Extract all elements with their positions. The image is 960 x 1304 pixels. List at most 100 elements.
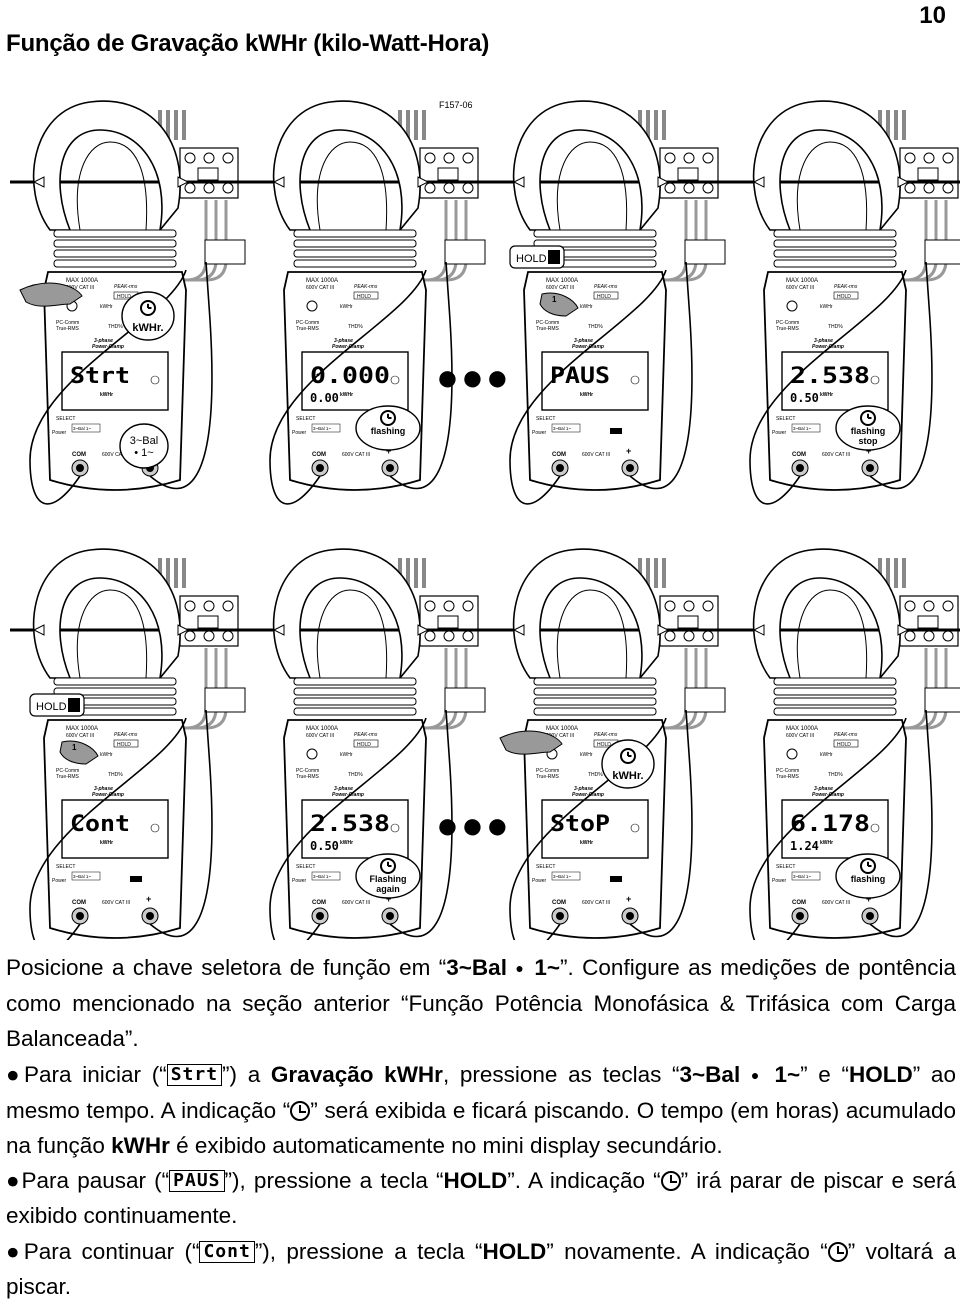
plus-label: + — [626, 894, 631, 904]
cat-label: 600V CAT III — [306, 733, 334, 739]
hold-key-label: HOLD — [597, 742, 611, 748]
pc-comm-label: PC-Comm — [296, 768, 319, 774]
paragraph-intro: Posicione a chave seletora de função em … — [6, 950, 956, 1057]
select-label: SELECT — [536, 416, 555, 422]
power-label: Power — [292, 430, 307, 436]
outlet-box — [444, 687, 486, 713]
three-phase-label: 3-phase — [334, 338, 353, 344]
thd-label: THD% — [348, 772, 363, 778]
grip-rib — [773, 677, 897, 686]
terminal-screw — [462, 182, 474, 194]
max-label: MAX 1000A — [546, 278, 578, 284]
pc-comm-label: PC-Comm — [536, 768, 559, 774]
hold-key-label: HOLD — [357, 742, 371, 748]
key-1phase: 1~ — [774, 1061, 801, 1087]
select-label: SELECT — [536, 864, 555, 870]
outlet-box — [684, 687, 726, 713]
annotation-callout — [355, 405, 421, 451]
bullet-icon: ● — [6, 1168, 22, 1194]
terminal-screw — [462, 600, 474, 612]
jaw-arrow-icon — [752, 624, 765, 636]
annotation-label: again — [376, 884, 400, 894]
kwhr-key — [306, 748, 318, 760]
terminal-screw — [424, 152, 436, 164]
outlet-box — [924, 687, 960, 713]
bullet-dot-icon: ● — [750, 1066, 764, 1083]
plus-label: + — [626, 446, 631, 456]
com-jack-hole — [556, 912, 564, 920]
max-label: MAX 1000A — [306, 278, 338, 284]
max-label: MAX 1000A — [66, 726, 98, 732]
terminal-switch — [197, 615, 219, 629]
lcd-main-reading: 2.538 — [790, 364, 870, 389]
power-clamp-label: Power-Clamp — [92, 344, 124, 350]
max-label: MAX 1000A — [786, 726, 818, 732]
test-lead — [269, 269, 427, 505]
peak-label: PEAK-rms — [354, 284, 378, 290]
bal-label: 3~Bal 1~ — [73, 426, 91, 431]
terminal-screw — [424, 630, 436, 642]
lcd-kwhr-label: kWHr — [100, 840, 113, 846]
kwhr-key-label: kWHr — [100, 752, 113, 758]
grip-rib — [773, 249, 897, 258]
lcd-clock-icon — [630, 375, 640, 385]
lcd-clock-icon — [150, 375, 160, 385]
kwhr-key-label: kWHr — [340, 304, 353, 310]
lcd-screen — [781, 351, 889, 411]
bullet-icon: ● — [6, 1061, 25, 1087]
terminal-screw — [222, 600, 234, 612]
lcd-kwhr-label: kWHr — [340, 392, 353, 398]
terminal-screw — [443, 600, 455, 612]
v-jack-hole — [626, 912, 634, 920]
peak-label: PEAK-rms — [834, 284, 858, 290]
terminal-screw — [683, 152, 695, 164]
v-jack-hole — [146, 912, 154, 920]
power-clamp-label: Power-Clamp — [92, 792, 124, 798]
key-3bal: 3~Bal — [679, 1061, 741, 1087]
grip-rib — [773, 229, 897, 238]
power-label: Power — [52, 430, 67, 436]
clamp-inner — [556, 141, 628, 231]
text-span: Para continuar (“ — [23, 1238, 200, 1264]
cat-label: 600V CAT III — [786, 733, 814, 739]
grip-rib — [53, 229, 177, 238]
text-span: Posicione a chave seletora de função em … — [6, 955, 447, 980]
annotation-callout — [835, 405, 901, 451]
terminal-screw — [184, 630, 196, 642]
clamp-jaw — [32, 100, 181, 233]
hold-icon — [68, 698, 80, 712]
lcd-kwhr-label: kWHr — [100, 392, 113, 398]
clamp-inner — [796, 141, 868, 231]
jaw-arrow-icon — [512, 176, 525, 188]
page-title: Função de Gravação kWHr (kilo-Watt-Hora) — [6, 30, 490, 57]
bal-label: 3~Bal 1~ — [793, 426, 811, 431]
plus-label: + — [866, 446, 871, 456]
jaw-arrow-icon — [177, 624, 190, 636]
outlet-box — [684, 239, 726, 265]
body-text: Posicione a chave seletora de função em … — [6, 950, 956, 1304]
com-jack-hole — [796, 464, 804, 472]
jaw-arrow-icon — [417, 624, 430, 636]
terminal-screw — [923, 630, 935, 642]
text-span: ” será exibida e ficará piscando. O temp… — [6, 1097, 956, 1159]
grip-rib — [533, 677, 657, 686]
finger-icon — [499, 730, 563, 755]
lcd-paus: PAUS — [169, 1170, 225, 1193]
peak-label: PEAK-rms — [114, 284, 138, 290]
select-label: SELECT — [56, 416, 75, 422]
bal-label: 3~Bal 1~ — [793, 874, 811, 879]
grip-rib — [53, 687, 177, 696]
terminal-screw — [222, 152, 234, 164]
grip-rib — [533, 697, 657, 706]
com-label: COM — [552, 452, 566, 458]
terminal-switch — [677, 167, 699, 181]
text-span: ” irá parar de piscar e será exibido con… — [6, 1168, 957, 1229]
terminal-screw — [443, 630, 455, 642]
power-clamp-label: Power-Clamp — [812, 344, 844, 350]
thd-label: THD% — [588, 324, 603, 330]
three-phase-label: 3-phase — [814, 338, 833, 344]
kwhr-key-label: kWHr — [100, 304, 113, 310]
annotation-label: • 1~ — [134, 447, 153, 459]
hold-key — [353, 291, 379, 300]
